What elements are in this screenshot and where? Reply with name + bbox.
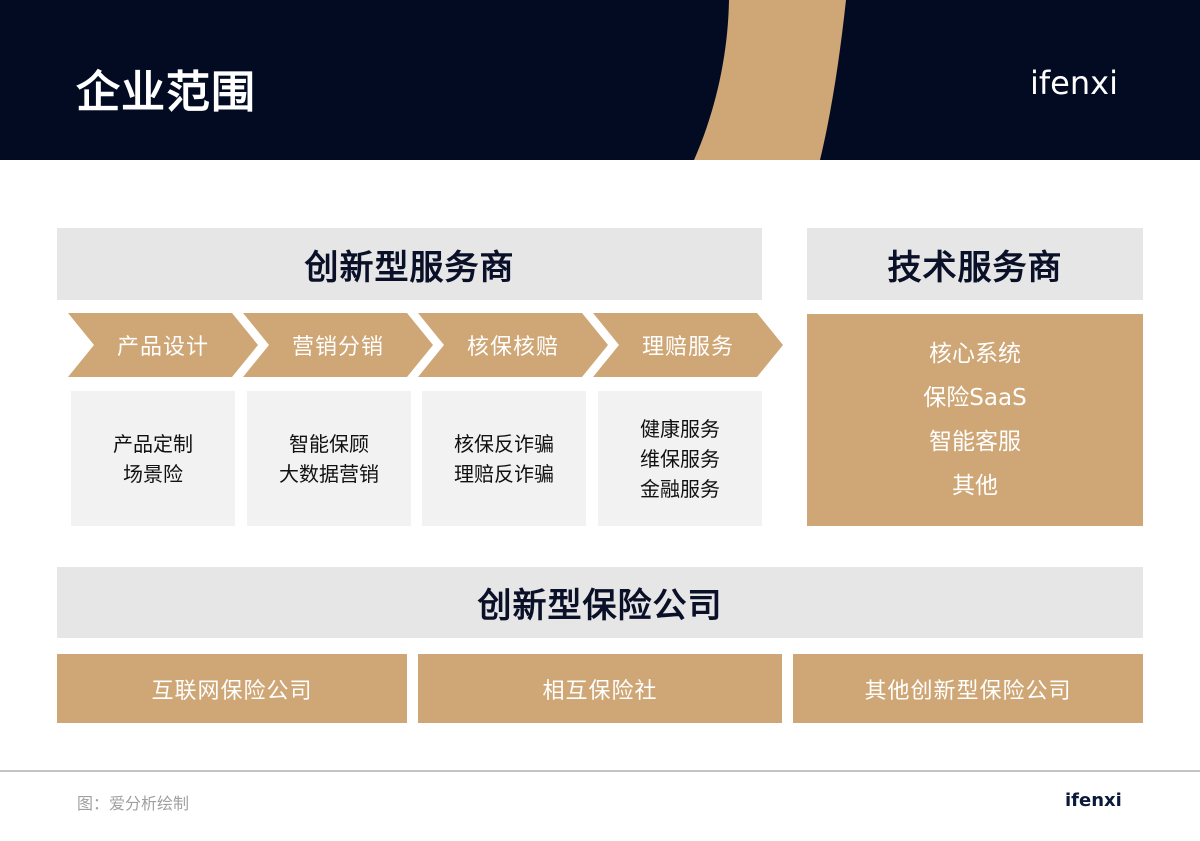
insurer-box-mutual: 相互保险社 [418, 654, 782, 723]
card-item: 核保反诈骗 [454, 431, 554, 456]
process-chevrons [68, 313, 783, 377]
stage-card-claims-service: 健康服务 维保服务 金融服务 [598, 391, 762, 526]
card-item: 维保服务 [640, 446, 720, 471]
stage-label-claims-service: 理赔服务 [641, 335, 734, 360]
card-item: 大数据营销 [279, 461, 379, 486]
footer-divider [0, 770, 1200, 772]
innovative-insurers-header: 创新型保险公司 [57, 567, 1143, 638]
header-swoosh-decoration [694, 0, 846, 160]
tech-item: 其他 [952, 473, 998, 499]
innovative-providers-header: 创新型服务商 [57, 228, 762, 300]
ifenxi-logo: ifenxi [1030, 64, 1118, 102]
figure-caption: 图：爱分析绘制 [77, 794, 190, 813]
insurer-box-internet: 互联网保险公司 [57, 654, 407, 723]
stage-label-product-design: 产品设计 [116, 335, 209, 360]
insurer-box-other: 其他创新型保险公司 [793, 654, 1143, 723]
tech-providers-header: 技术服务商 [807, 228, 1143, 300]
card-item: 金融服务 [640, 476, 720, 501]
stage-card-product-design: 产品定制 场景险 [71, 391, 235, 526]
stage-card-underwriting: 核保反诈骗 理赔反诈骗 [422, 391, 586, 526]
card-item: 场景险 [123, 461, 183, 486]
card-item: 健康服务 [640, 416, 720, 441]
card-item: 产品定制 [113, 431, 193, 456]
header-banner: 企业范围 ifenxi [0, 0, 1200, 160]
chevron-product-design [68, 313, 258, 377]
chevron-claims-service [593, 313, 783, 377]
tech-item: 核心系统 [929, 341, 1021, 367]
chevron-marketing [243, 313, 433, 377]
stage-card-marketing: 智能保顾 大数据营销 [247, 391, 411, 526]
stage-label-marketing: 营销分销 [291, 335, 384, 360]
tech-providers-box: 核心系统 保险SaaS 智能客服 其他 [807, 314, 1143, 526]
stage-label-underwriting: 核保核赔 [466, 335, 559, 360]
chevron-underwriting [418, 313, 608, 377]
card-item: 智能保顾 [289, 431, 369, 456]
card-item: 理赔反诈骗 [454, 461, 554, 486]
tech-item: 保险SaaS [923, 385, 1027, 411]
ifenxi-footer-logo: ifenxi [1065, 790, 1122, 811]
page-title: 企业范围 [76, 67, 256, 118]
tech-item: 智能客服 [929, 429, 1021, 455]
